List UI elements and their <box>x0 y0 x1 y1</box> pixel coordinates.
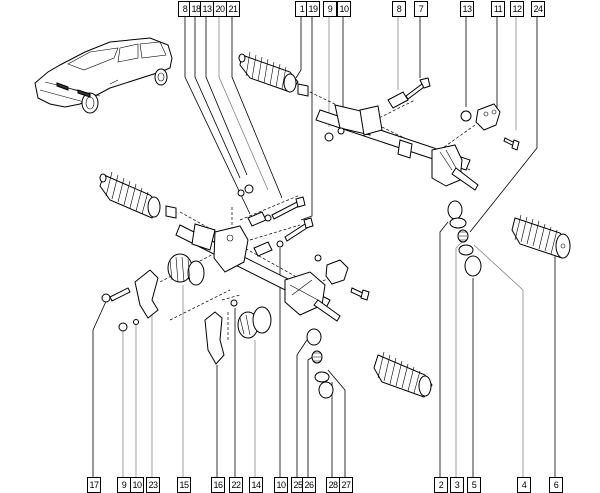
callout-bottom-9[interactable]: 9 <box>117 477 131 493</box>
upper-steering-rack <box>238 51 520 191</box>
callout-top-19[interactable]: 19 <box>306 1 320 17</box>
rubber-bush-15 <box>167 253 205 286</box>
callout-bottom-14[interactable]: 14 <box>249 477 263 493</box>
callout-bottom-23[interactable]: 23 <box>146 477 160 493</box>
callout-top-9[interactable]: 9 <box>323 1 337 17</box>
bellows-part-lower <box>373 351 433 398</box>
callout-bottom-6[interactable]: 6 <box>549 477 563 493</box>
callout-top-20[interactable]: 20 <box>213 1 227 17</box>
callout-bottom-10b[interactable]: 10 <box>274 477 288 493</box>
plunger-assembly-right <box>447 200 482 277</box>
callout-top-21[interactable]: 21 <box>226 1 240 17</box>
callout-bottom-17[interactable]: 17 <box>87 477 101 493</box>
callout-top-13b[interactable]: 13 <box>460 1 474 17</box>
lower-steering-rack <box>99 171 370 365</box>
leader-lines-top <box>184 16 538 233</box>
callout-bottom-16[interactable]: 16 <box>211 477 225 493</box>
callout-bottom-10a[interactable]: 10 <box>130 477 144 493</box>
callout-bottom-27[interactable]: 27 <box>339 477 353 493</box>
callout-top-12[interactable]: 12 <box>510 1 524 17</box>
car-thumbnail <box>34 37 173 114</box>
callout-top-7[interactable]: 7 <box>414 1 428 17</box>
callout-top-11[interactable]: 11 <box>491 1 505 17</box>
callout-top-8a[interactable]: 8 <box>178 1 192 17</box>
callout-bottom-5[interactable]: 5 <box>467 477 481 493</box>
assembly-axes <box>159 91 476 340</box>
bellows-part-6 <box>511 214 571 259</box>
callout-bottom-15[interactable]: 15 <box>177 477 191 493</box>
callout-bottom-22[interactable]: 22 <box>229 477 243 493</box>
bellows-part-left <box>99 171 161 219</box>
callout-bottom-2[interactable]: 2 <box>434 477 448 493</box>
callout-top-13a[interactable]: 13 <box>200 1 214 17</box>
leader-lines-bottom <box>92 221 556 478</box>
callout-top-10[interactable]: 10 <box>337 1 351 17</box>
callout-bottom-3[interactable]: 3 <box>450 477 464 493</box>
callout-bottom-28[interactable]: 28 <box>326 477 340 493</box>
callout-bottom-4[interactable]: 4 <box>517 477 531 493</box>
plunger-assembly-lower <box>306 328 334 399</box>
callout-top-24[interactable]: 24 <box>531 1 545 17</box>
bellows-part-1 <box>238 51 299 93</box>
callout-top-8b[interactable]: 8 <box>392 1 406 17</box>
callout-bottom-26[interactable]: 26 <box>302 477 316 493</box>
rubber-bush-14 <box>237 306 272 339</box>
